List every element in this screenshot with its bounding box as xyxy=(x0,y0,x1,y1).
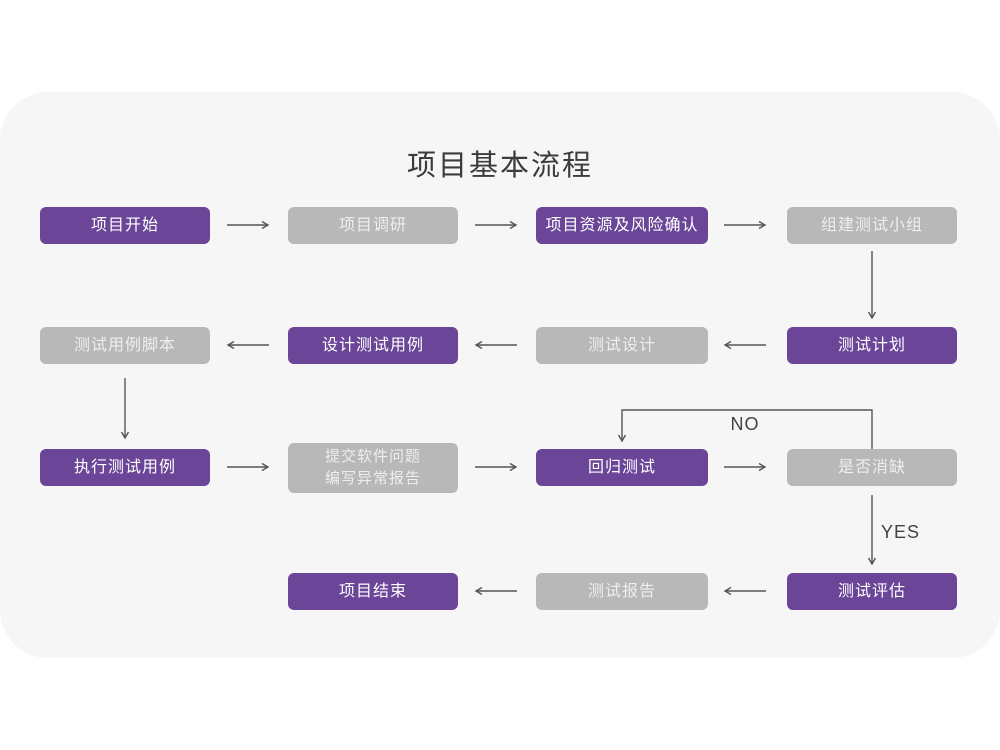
node-label: 测试评估 xyxy=(837,582,906,600)
flow-node-submit-issue-report: 提交软件问题 编写异常报告 xyxy=(288,443,458,493)
node-label: 测试报告 xyxy=(587,582,656,600)
node-label: 执行测试用例 xyxy=(73,458,176,476)
page-title: 项目基本流程 xyxy=(406,150,593,182)
flow-node-resources-risk: 项目资源及风险确认 xyxy=(536,207,708,244)
flow-node-project-start: 项目开始 xyxy=(40,207,210,244)
flow-node-test-design: 测试设计 xyxy=(536,327,708,364)
node-label: 项目调研 xyxy=(338,216,407,234)
flow-node-design-test-case: 设计测试用例 xyxy=(288,327,458,364)
node-label: 测试设计 xyxy=(587,336,656,354)
node-label: 是否消缺 xyxy=(837,458,906,476)
node-label: 项目开始 xyxy=(90,216,159,234)
node-label: 回归测试 xyxy=(587,458,656,476)
edge-label-yes: YES xyxy=(881,522,921,542)
node-label: 项目资源及风险确认 xyxy=(545,216,699,234)
flow-node-project-end: 项目结束 xyxy=(288,573,458,610)
edge-label-no: NO xyxy=(730,414,760,434)
flow-node-test-plan: 测试计划 xyxy=(787,327,957,364)
flow-node-regression-test: 回归测试 xyxy=(536,449,708,486)
flow-node-project-research: 项目调研 xyxy=(288,207,458,244)
flowchart-card xyxy=(0,92,1000,658)
flow-node-build-test-team: 组建测试小组 xyxy=(787,207,957,244)
node-label: 组建测试小组 xyxy=(820,216,923,234)
node-label: 测试计划 xyxy=(837,336,906,354)
flow-node-execute-test-case: 执行测试用例 xyxy=(40,449,210,486)
node-label: 提交软件问题 编写异常报告 xyxy=(324,448,421,487)
flow-node-test-evaluation: 测试评估 xyxy=(787,573,957,610)
flow-node-test-report: 测试报告 xyxy=(536,573,708,610)
node-label: 项目结束 xyxy=(338,582,407,600)
node-label: 测试用例脚本 xyxy=(73,336,176,354)
node-label: 设计测试用例 xyxy=(321,336,424,354)
flow-node-defect-cleared: 是否消缺 xyxy=(787,449,957,486)
flow-node-test-case-script: 测试用例脚本 xyxy=(40,327,210,364)
